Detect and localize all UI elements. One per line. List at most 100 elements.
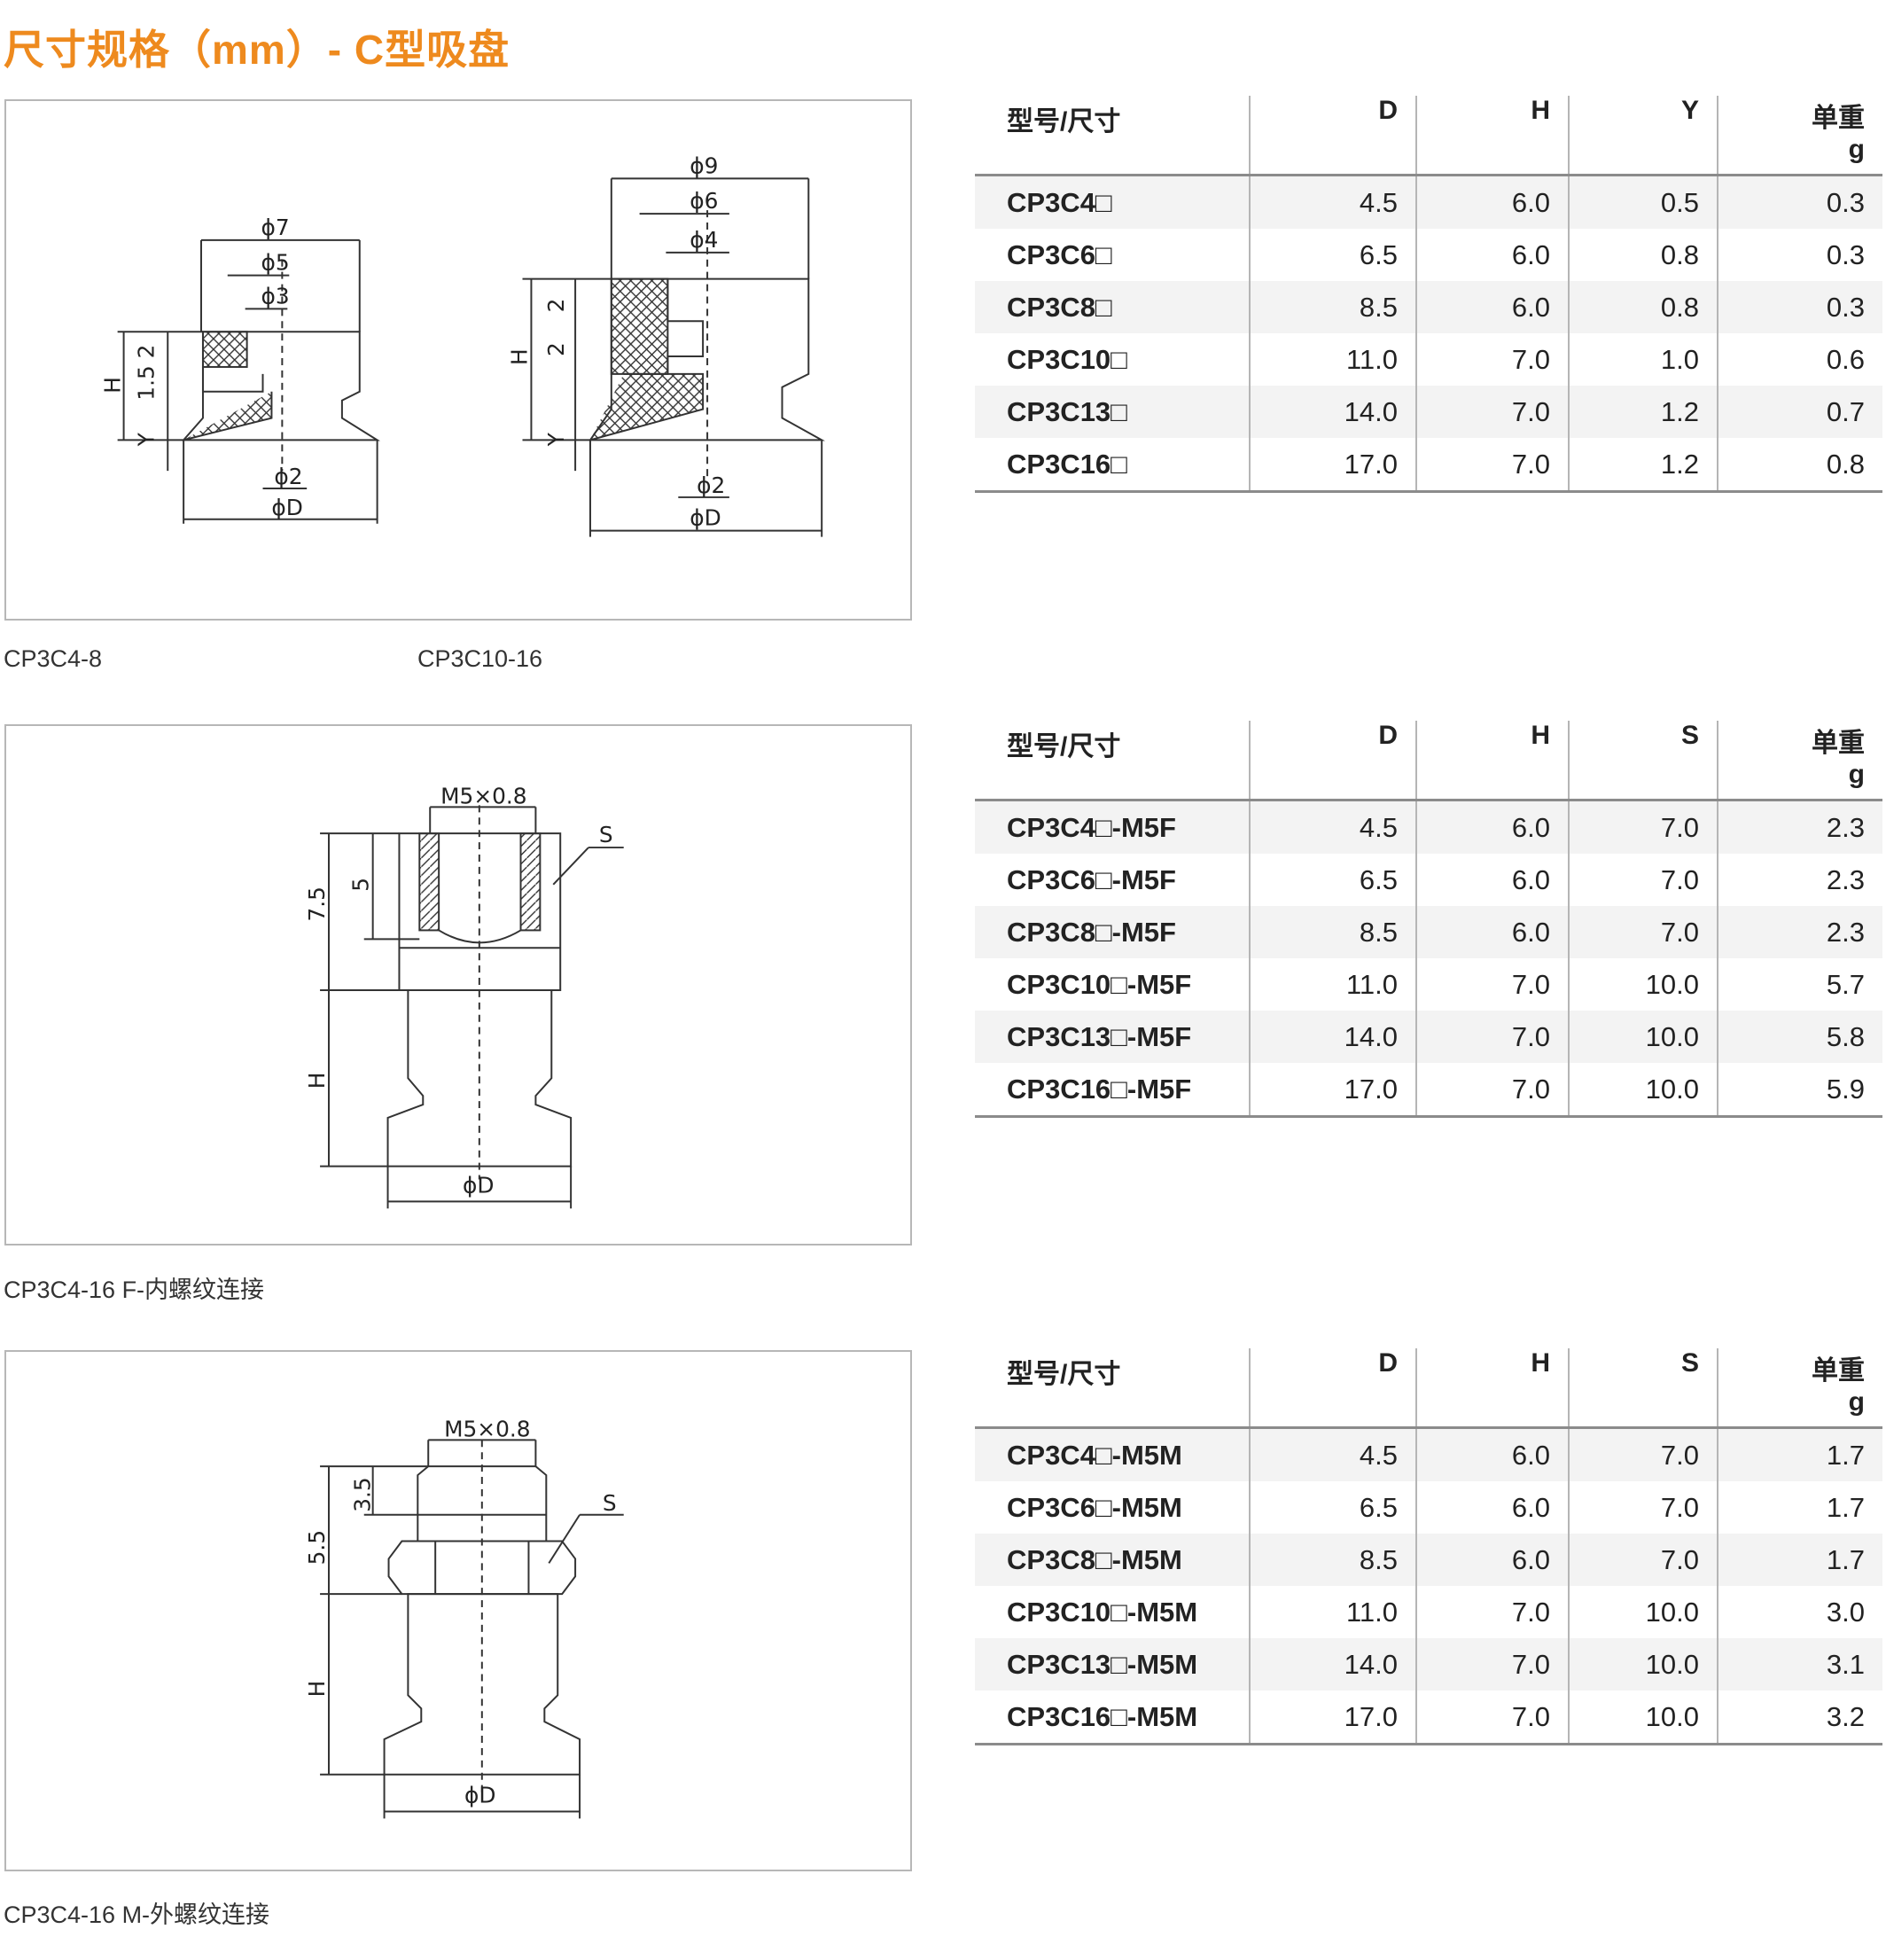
label-phi7: ϕ7 bbox=[261, 215, 290, 240]
cell-model: CP3C13□-M5M bbox=[975, 1638, 1250, 1691]
cell-D: 14.0 bbox=[1249, 1011, 1416, 1063]
cell-D: 6.5 bbox=[1249, 854, 1416, 906]
cell-model: CP3C10□-M5M bbox=[1007, 1596, 1198, 1628]
cell-D: 4.5 bbox=[1249, 175, 1416, 229]
caption-male-thread: CP3C4-16 M-外螺纹连接 bbox=[4, 1901, 270, 1928]
cell-model: CP3C6□ bbox=[1007, 238, 1112, 270]
cell-H: 6.0 bbox=[1415, 800, 1569, 854]
label-phiD-female: ϕD bbox=[463, 1172, 494, 1198]
label-H: H bbox=[100, 377, 126, 394]
cell-D: 17.0 bbox=[1249, 438, 1416, 493]
cell-weight: 2.3 bbox=[1717, 906, 1882, 958]
label-phi2: ϕ2 bbox=[274, 464, 302, 489]
cell-D: 8.5 bbox=[1249, 1534, 1416, 1586]
cell-D: 4.5 bbox=[1249, 1427, 1416, 1481]
cell-model: CP3C8□-M5F bbox=[975, 906, 1250, 958]
label-phi6: ϕ6 bbox=[690, 188, 718, 214]
label-phi2-right: ϕ2 bbox=[697, 472, 725, 498]
cell-S: 10.0 bbox=[1568, 1011, 1718, 1063]
cell-model: CP3C16□ bbox=[975, 438, 1250, 493]
cell-weight: 3.1 bbox=[1717, 1638, 1882, 1691]
cell-model: CP3C8□ bbox=[975, 281, 1250, 333]
label-phi5: ϕ5 bbox=[261, 250, 290, 276]
cell-D: 14.0 bbox=[1249, 1638, 1416, 1691]
cell-S: 7.0 bbox=[1568, 854, 1718, 906]
header-D: D bbox=[1249, 1348, 1416, 1429]
label-5-5: 5.5 bbox=[304, 1530, 330, 1565]
cell-D: 6.5 bbox=[1249, 1481, 1416, 1534]
cell-weight: 0.6 bbox=[1717, 333, 1882, 386]
header-weight-unit: g bbox=[1848, 760, 1865, 789]
cell-H: 6.0 bbox=[1415, 854, 1569, 906]
header-D: D bbox=[1249, 721, 1416, 801]
label-H-male: H bbox=[304, 1681, 330, 1698]
cell-weight: 0.3 bbox=[1717, 175, 1882, 229]
cell-D: 8.5 bbox=[1249, 906, 1416, 958]
cell-Y: 0.8 bbox=[1568, 281, 1718, 333]
cell-H: 6.0 bbox=[1415, 1427, 1569, 1481]
cell-model: CP3C13□ bbox=[975, 386, 1250, 438]
cell-weight: 1.7 bbox=[1717, 1534, 1882, 1586]
cell-D: 8.5 bbox=[1249, 281, 1416, 333]
cell-model: CP3C8□-M5M bbox=[975, 1534, 1250, 1586]
header-H: H bbox=[1415, 1348, 1569, 1429]
label-2a: 2 bbox=[543, 299, 569, 313]
cell-weight: 3.0 bbox=[1717, 1586, 1882, 1638]
cell-weight: 2.3 bbox=[1717, 854, 1882, 906]
cell-weight: 5.8 bbox=[1717, 1011, 1882, 1063]
header-D: D bbox=[1249, 96, 1416, 176]
label-phiD-right: ϕD bbox=[690, 505, 721, 531]
cell-H: 7.0 bbox=[1415, 386, 1569, 438]
cell-D: 17.0 bbox=[1249, 1063, 1416, 1118]
cell-S: 10.0 bbox=[1568, 1063, 1718, 1118]
cell-weight: 0.3 bbox=[1717, 229, 1882, 281]
cell-Y: 1.0 bbox=[1568, 333, 1718, 386]
cell-S: 10.0 bbox=[1568, 1586, 1718, 1638]
cell-weight: 5.7 bbox=[1717, 958, 1882, 1011]
cell-H: 7.0 bbox=[1415, 1691, 1569, 1745]
cell-S: 7.0 bbox=[1568, 1481, 1718, 1534]
label-5: 5 bbox=[348, 878, 374, 892]
cell-H: 6.0 bbox=[1415, 906, 1569, 958]
cell-model: CP3C4□-M5F bbox=[975, 800, 1250, 854]
label-S-male: S bbox=[603, 1490, 617, 1516]
label-S: S bbox=[599, 822, 613, 847]
header-S: S bbox=[1568, 721, 1718, 801]
cell-weight: 5.9 bbox=[1717, 1063, 1882, 1118]
label-3-5: 3.5 bbox=[350, 1477, 376, 1511]
caption-cp3c4-8: CP3C4-8 bbox=[4, 645, 103, 672]
header-H: H bbox=[1415, 96, 1569, 176]
cell-S: 7.0 bbox=[1568, 906, 1718, 958]
cell-weight: 2.3 bbox=[1717, 800, 1882, 854]
cell-H: 7.0 bbox=[1415, 1011, 1569, 1063]
caption-cp3c10-16: CP3C10-16 bbox=[417, 645, 543, 672]
label-phi4: ϕ4 bbox=[690, 227, 718, 253]
label-2b: 2 bbox=[543, 342, 569, 356]
cell-model: CP3C13□-M5F bbox=[975, 1011, 1250, 1063]
cell-H: 7.0 bbox=[1415, 1586, 1569, 1638]
cell-weight: 1.7 bbox=[1717, 1481, 1882, 1534]
cell-weight: 0.3 bbox=[1717, 281, 1882, 333]
cell-weight: 3.2 bbox=[1717, 1691, 1882, 1745]
cell-H: 6.0 bbox=[1415, 281, 1569, 333]
cell-D: 17.0 bbox=[1249, 1691, 1416, 1745]
cell-H: 7.0 bbox=[1415, 958, 1569, 1011]
technical-drawing-female: M5×0.8 S 7.5 5 H ϕD bbox=[304, 783, 624, 1209]
cell-H: 7.0 bbox=[1415, 333, 1569, 386]
cell-D: 11.0 bbox=[1249, 958, 1416, 1011]
label-phiD-male: ϕD bbox=[464, 1783, 495, 1808]
